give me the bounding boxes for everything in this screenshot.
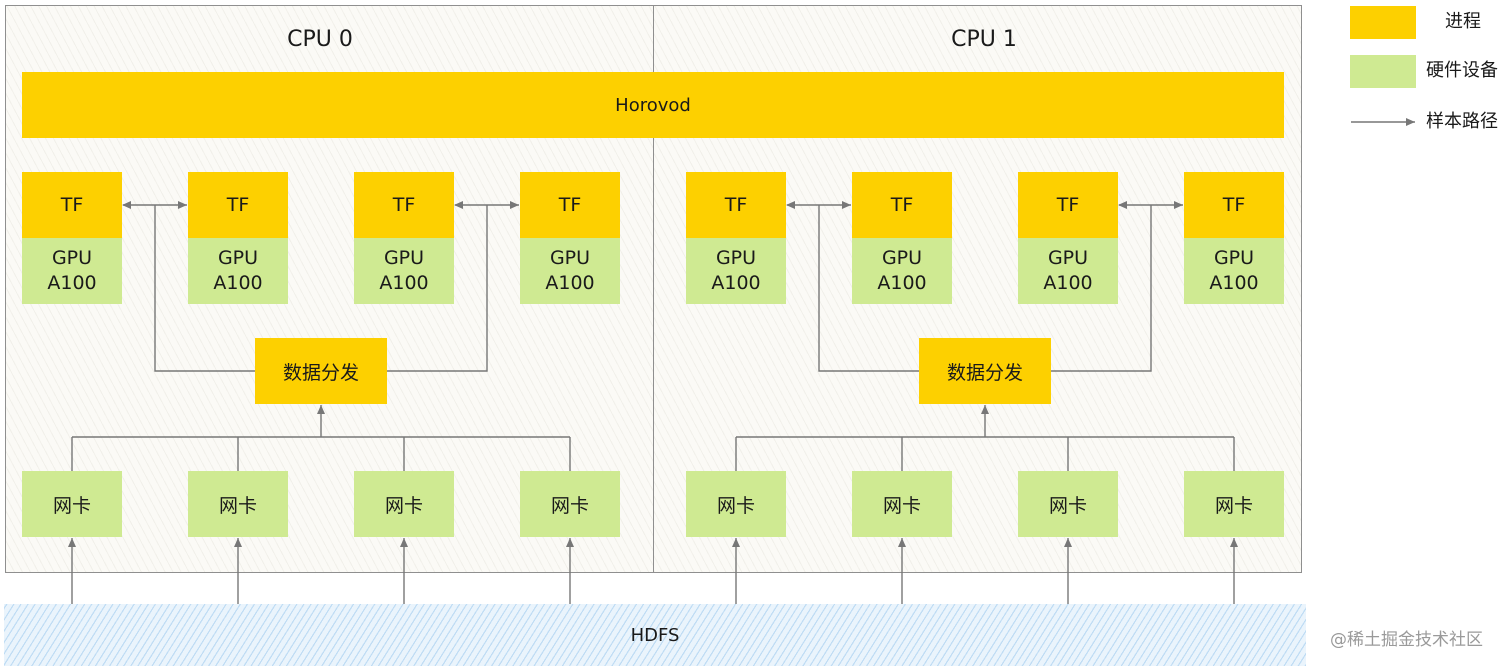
- tf-process-box: TF: [188, 172, 288, 238]
- legend-hardware-label: 硬件设备: [1426, 60, 1498, 81]
- tf-process-box: TF: [354, 172, 454, 238]
- nic-box: 网卡: [686, 471, 786, 537]
- gpu-label: GPU: [715, 247, 757, 269]
- gpu-model: A100: [545, 272, 595, 294]
- gpu-box: GPU A100: [520, 238, 620, 304]
- gpu-label: GPU: [383, 247, 425, 269]
- gpu-label: GPU: [881, 247, 923, 269]
- nic-box: 网卡: [1018, 471, 1118, 537]
- nic-box: 网卡: [354, 471, 454, 537]
- tf-process-box: TF: [686, 172, 786, 238]
- nic-box: 网卡: [188, 471, 288, 537]
- tf-process-box: TF: [1018, 172, 1118, 238]
- cpu-0-title: CPU 0: [287, 27, 353, 52]
- nic-box: 网卡: [22, 471, 122, 537]
- nic-box: 网卡: [852, 471, 952, 537]
- data-dispatch-box: 数据分发: [255, 338, 387, 404]
- data-dispatch-box: 数据分发: [919, 338, 1051, 404]
- gpu-model: A100: [47, 272, 97, 294]
- legend-process-label: 进程: [1445, 11, 1481, 32]
- tf-process-box: TF: [1184, 172, 1284, 238]
- gpu-model: A100: [711, 272, 761, 294]
- tf-process-box: TF: [22, 172, 122, 238]
- cpu-1-title: CPU 1: [951, 27, 1017, 52]
- gpu-label: GPU: [51, 247, 93, 269]
- gpu-label: GPU: [549, 247, 591, 269]
- gpu-box: GPU A100: [354, 238, 454, 304]
- legend-hardware-swatch: [1350, 55, 1416, 88]
- gpu-label: GPU: [1047, 247, 1089, 269]
- gpu-box: GPU A100: [686, 238, 786, 304]
- horovod-bar: Horovod: [22, 72, 1284, 138]
- hdfs-storage-band: HDFS: [4, 604, 1306, 666]
- gpu-box: GPU A100: [1184, 238, 1284, 304]
- tf-process-box: TF: [520, 172, 620, 238]
- hdfs-label: HDFS: [630, 624, 680, 646]
- gpu-box: GPU A100: [188, 238, 288, 304]
- gpu-model: A100: [877, 272, 927, 294]
- gpu-box: GPU A100: [1018, 238, 1118, 304]
- horovod-label: Horovod: [615, 94, 691, 116]
- gpu-model: A100: [1043, 272, 1093, 294]
- gpu-box: GPU A100: [852, 238, 952, 304]
- gpu-model: A100: [1209, 272, 1259, 294]
- legend-process-swatch: [1350, 6, 1416, 39]
- gpu-model: A100: [213, 272, 263, 294]
- nic-box: 网卡: [520, 471, 620, 537]
- gpu-label: GPU: [217, 247, 259, 269]
- gpu-box: GPU A100: [22, 238, 122, 304]
- gpu-model: A100: [379, 272, 429, 294]
- legend-sample-path-label: 样本路径: [1426, 111, 1498, 132]
- tf-process-box: TF: [852, 172, 952, 238]
- gpu-label: GPU: [1213, 247, 1255, 269]
- nic-box: 网卡: [1184, 471, 1284, 537]
- watermark: @稀土掘金技术社区: [1330, 630, 1483, 650]
